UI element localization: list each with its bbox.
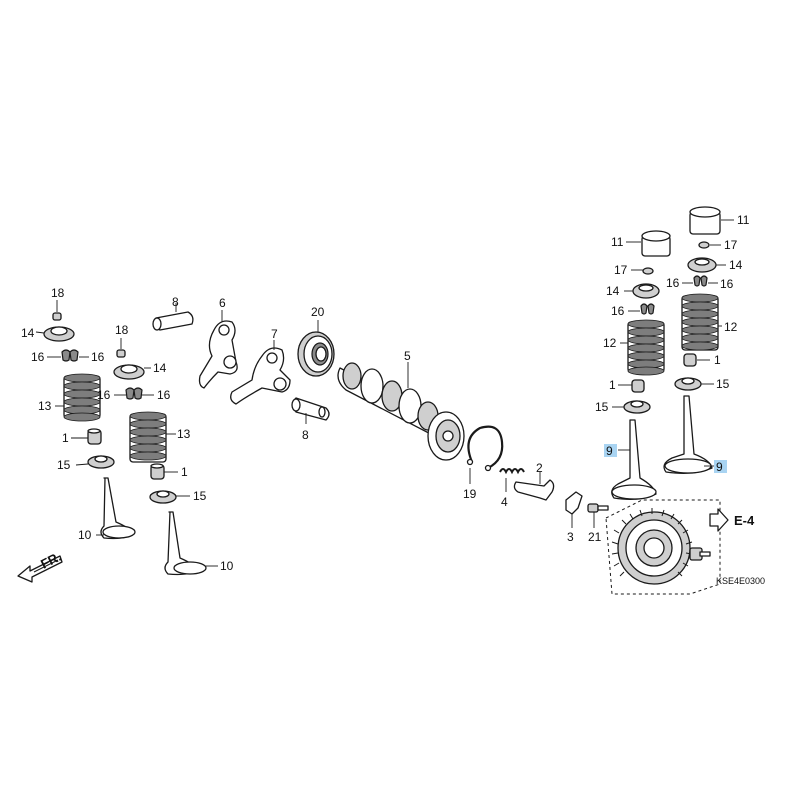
callout-16f: 16 xyxy=(666,276,680,290)
valve-cotter-18a[interactable] xyxy=(52,300,62,321)
stem-seal-1d[interactable] xyxy=(683,353,710,367)
intake-valve-9b[interactable] xyxy=(663,395,714,474)
valve-lifter-11b[interactable] xyxy=(689,206,734,235)
valve-cotters-16e[interactable] xyxy=(628,303,655,315)
callout-7: 7 xyxy=(271,327,278,341)
callout-18a: 18 xyxy=(51,286,65,300)
valve-spring-13a[interactable] xyxy=(55,373,101,422)
diagram-code: KSE4E0300 xyxy=(716,576,765,586)
rocker-shaft-8b[interactable] xyxy=(291,397,330,424)
spring-seat-15b[interactable] xyxy=(149,490,190,504)
callout-16g: 16 xyxy=(720,277,734,291)
callout-16c: 16 xyxy=(97,388,111,402)
rocker-arm-6[interactable] xyxy=(198,310,238,389)
callout-5: 5 xyxy=(404,349,411,363)
callout-1a: 1 xyxy=(62,431,69,445)
decompressor-shaft-2[interactable] xyxy=(513,472,555,501)
callout-6: 6 xyxy=(219,296,226,310)
callout-20: 20 xyxy=(311,305,325,319)
shim-17a[interactable] xyxy=(631,267,654,275)
spring-seat-15c[interactable] xyxy=(612,400,651,414)
spring-seat-15d[interactable] xyxy=(674,377,714,391)
callout-18b: 18 xyxy=(115,323,129,337)
callout-10b: 10 xyxy=(220,559,234,573)
callout-21: 21 xyxy=(588,530,602,544)
callout-1d: 1 xyxy=(714,353,721,367)
callout-12b: 12 xyxy=(724,320,738,334)
callout-2: 2 xyxy=(536,461,543,475)
valve-cotters-16b[interactable] xyxy=(114,387,154,400)
callout-14d: 14 xyxy=(729,258,743,272)
stem-seal-1c[interactable] xyxy=(618,379,645,393)
callout-15b: 15 xyxy=(193,489,207,503)
valve-cotter-18b[interactable] xyxy=(116,338,126,358)
callout-9a: 9 xyxy=(606,444,613,458)
stem-seal-1b[interactable] xyxy=(150,463,178,480)
callout-13a: 13 xyxy=(38,399,52,413)
callout-12a: 12 xyxy=(603,336,617,350)
intake-valve-9a[interactable] xyxy=(611,419,657,500)
camshaft-bearing-20[interactable] xyxy=(297,320,335,377)
stem-seal-1a[interactable] xyxy=(71,428,102,445)
exhaust-valve-10b[interactable] xyxy=(164,511,218,576)
callout-16b: 16 xyxy=(91,350,105,364)
decompressor-spring-4[interactable] xyxy=(499,468,525,492)
callout-19: 19 xyxy=(463,487,477,501)
valve-spring-12a[interactable] xyxy=(620,319,665,376)
cam-sprocket-bolt-21[interactable] xyxy=(587,503,609,528)
rocker-arm-7[interactable] xyxy=(230,340,291,405)
right-valve-assembly-front: 11 17 14 16 12 xyxy=(595,230,671,500)
callout-11a: 11 xyxy=(611,235,624,249)
callout-8b: 8 xyxy=(302,428,309,442)
camshaft-5[interactable] xyxy=(337,362,465,461)
callout-1b: 1 xyxy=(181,465,188,479)
callout-15a: 15 xyxy=(57,458,71,472)
rocker-shaft-8a[interactable] xyxy=(152,303,194,331)
callout-15d: 15 xyxy=(716,377,730,391)
callout-4: 4 xyxy=(501,495,508,509)
callout-16d: 16 xyxy=(157,388,171,402)
spring-seat-15a[interactable] xyxy=(75,455,115,469)
spring-retainer-14a[interactable] xyxy=(35,326,75,342)
highlight-9b xyxy=(714,460,727,473)
callout-10a: 10 xyxy=(78,528,92,542)
valve-spring-13b[interactable] xyxy=(129,411,176,463)
spring-retainer-14d[interactable] xyxy=(687,257,726,273)
shim-17b[interactable] xyxy=(698,241,721,249)
callout-17a: 17 xyxy=(614,263,628,277)
callout-14c: 14 xyxy=(606,284,620,298)
spring-retainer-14c[interactable] xyxy=(624,283,660,299)
decompressor-weight-3[interactable] xyxy=(565,491,583,528)
section-reference-label: E-4 xyxy=(734,513,755,528)
valve-lifter-11a[interactable] xyxy=(626,230,671,257)
valve-cotters-16a[interactable] xyxy=(47,349,89,362)
callout-17b: 17 xyxy=(724,238,738,252)
cam-sprocket-reference[interactable] xyxy=(605,499,721,595)
callout-14a: 14 xyxy=(21,326,35,340)
valve-spring-12b[interactable] xyxy=(681,293,722,351)
callout-3: 3 xyxy=(567,530,574,544)
valve-cotters-16f[interactable] xyxy=(682,275,718,287)
left-valve-assembly-inner: 18 14 16 16 13 xyxy=(97,323,234,576)
callout-16e: 16 xyxy=(611,304,625,318)
callout-1c: 1 xyxy=(609,378,616,392)
front-direction-arrow: FR. xyxy=(17,549,64,583)
left-valve-assembly-outer: 18 14 16 16 13 xyxy=(21,286,136,542)
right-valve-assembly-rear: 11 17 14 16 16 xyxy=(663,206,750,474)
exhaust-valve-10a[interactable] xyxy=(96,477,136,540)
callout-8a: 8 xyxy=(172,295,179,309)
callout-11b: 11 xyxy=(737,213,750,227)
section-reference-arrow[interactable]: E-4 xyxy=(709,508,755,532)
highlight-9a xyxy=(604,444,617,457)
spring-retainer-14b[interactable] xyxy=(113,364,151,380)
circlip-19[interactable] xyxy=(466,425,504,484)
callout-16a: 16 xyxy=(31,350,45,364)
callout-13b: 13 xyxy=(177,427,191,441)
callout-14b: 14 xyxy=(153,361,167,375)
callout-9b: 9 xyxy=(716,460,723,474)
callout-15c: 15 xyxy=(595,400,609,414)
